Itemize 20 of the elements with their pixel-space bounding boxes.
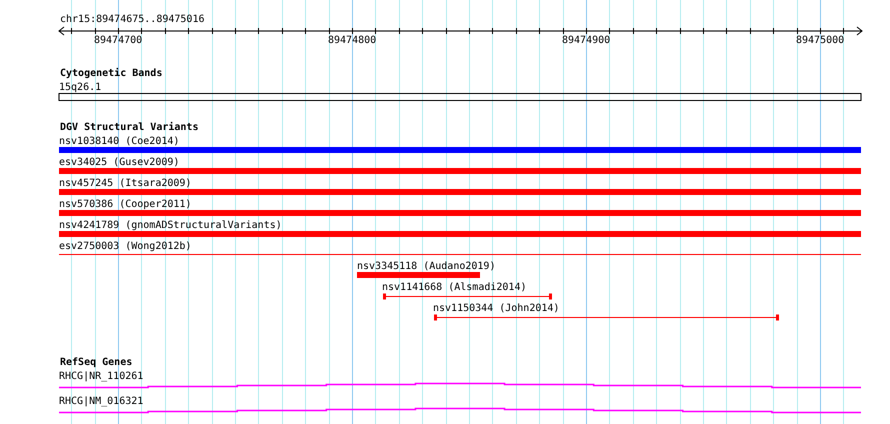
gene-label: RHCG|NR_110261 — [59, 371, 144, 382]
variant-label: nsv3345118 (Audano2019) — [357, 261, 496, 272]
tick-label: 89474700 — [94, 35, 142, 46]
coordinate-range: chr15:89474675..89475016 — [60, 14, 204, 25]
track-heading: RefSeq Genes — [60, 357, 132, 368]
variant-label: nsv4241789 (gnomADStructuralVariants) — [59, 220, 282, 231]
variant-label: nsv1038140 (Coe2014) — [59, 136, 180, 147]
variant-label: nsv570386 (Cooper2011) — [59, 199, 192, 210]
gene-label: RHCG|NM_016321 — [59, 396, 144, 407]
tick-label: 89474800 — [328, 35, 376, 46]
variant-label: nsv457245 (Itsara2009) — [59, 178, 192, 189]
band-label: 15q26.1 — [59, 82, 102, 93]
variant-label: esv2750003 (Wong2012b) — [59, 241, 192, 252]
tick-label: 89475000 — [796, 35, 844, 46]
variant-label: nsv1141668 (Alsmadi2014) — [382, 282, 526, 293]
variant-label: nsv1150344 (John2014) — [433, 303, 560, 314]
variant-label: esv34025 (Gusev2009) — [59, 157, 180, 168]
track-heading: DGV Structural Variants — [60, 122, 198, 133]
track-heading: Cytogenetic Bands — [60, 68, 162, 79]
tick-label: 89474900 — [562, 35, 610, 46]
